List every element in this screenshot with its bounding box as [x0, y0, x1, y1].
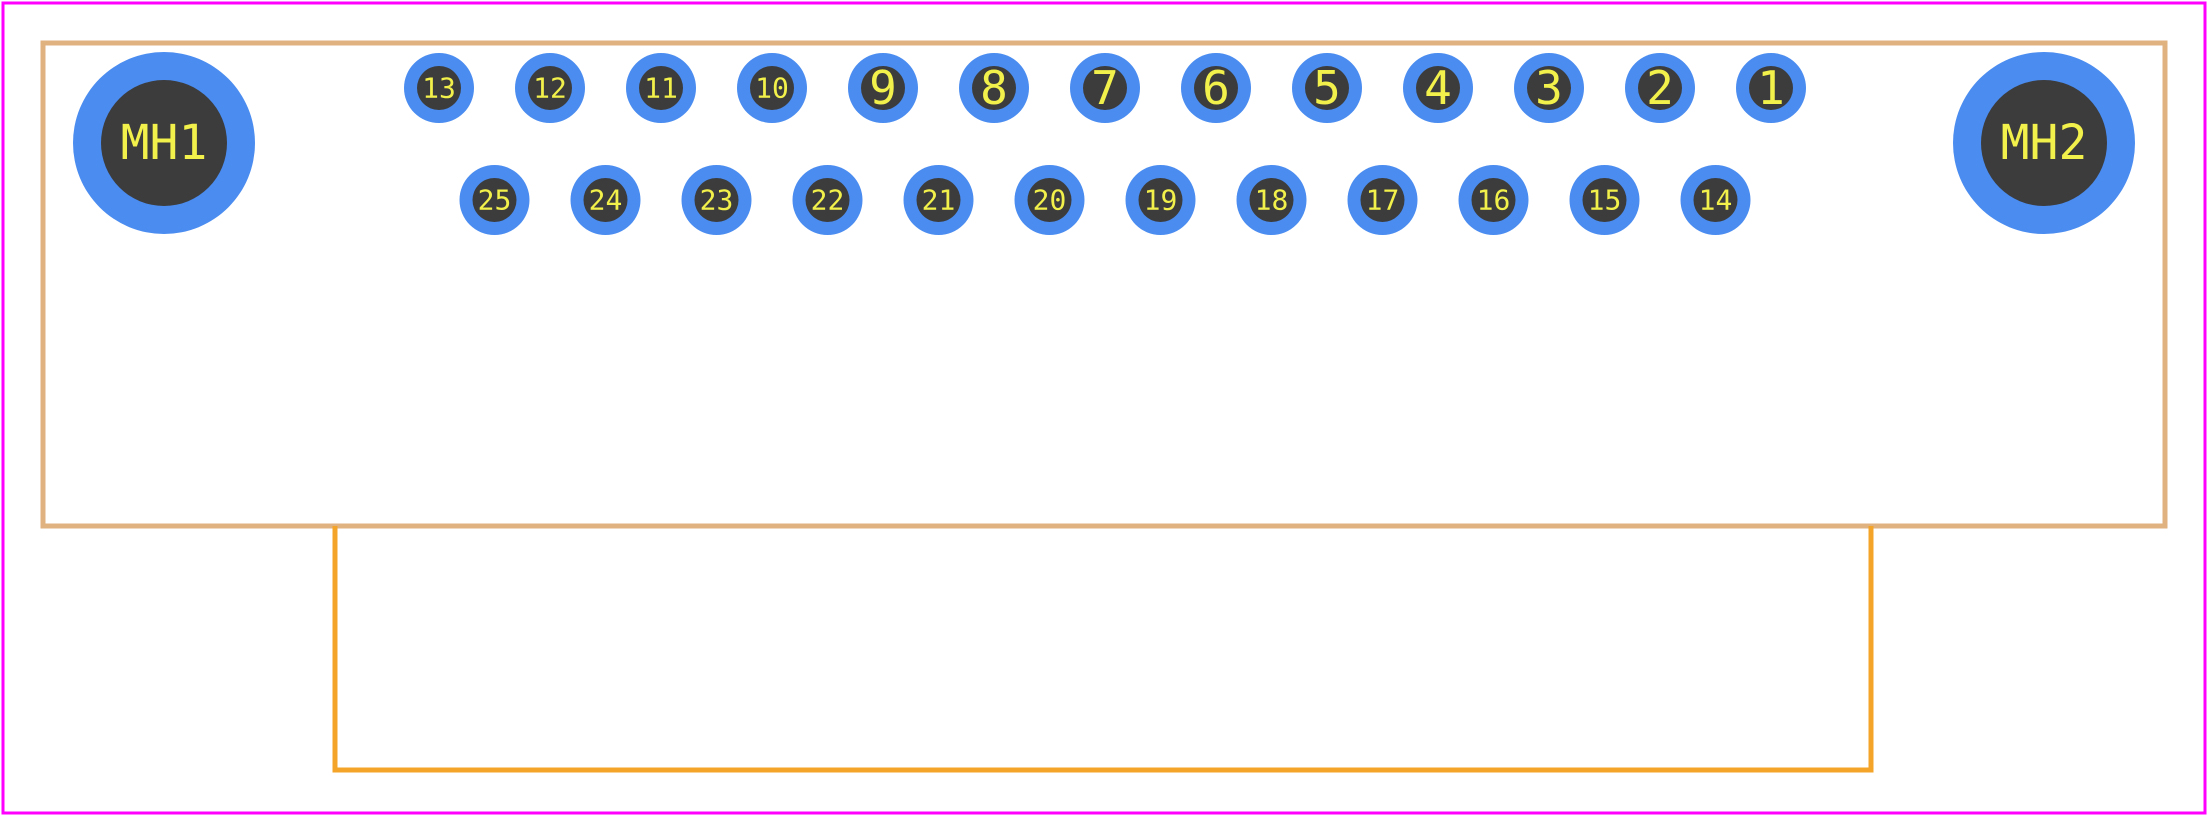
pin-pad-8: 8	[959, 53, 1029, 123]
pad-drill	[472, 178, 517, 222]
pad-drill	[1527, 66, 1571, 110]
pin-number-label: 13	[422, 72, 456, 105]
mounting-hole-mh2: MH2	[1953, 52, 2135, 234]
pin-pad-16: 16	[1458, 165, 1529, 235]
pin-number-label: 25	[478, 184, 512, 217]
pin-pad-17: 17	[1347, 165, 1418, 235]
pin-pad-5: 5	[1292, 53, 1362, 123]
pin-number-label: 9	[869, 61, 897, 115]
pad-drill	[1138, 178, 1183, 222]
pad-drill	[861, 66, 905, 110]
pad-drill	[1749, 66, 1793, 110]
pin-number-label: 6	[1202, 61, 1230, 115]
pin-pad-3: 3	[1514, 53, 1584, 123]
pad-drill	[972, 66, 1016, 110]
pin-pad-13: 13	[404, 53, 474, 123]
pad-drill	[1305, 66, 1349, 110]
pad-drill	[1027, 178, 1072, 222]
pin-pad-6: 6	[1181, 53, 1251, 123]
pin-number-label: 15	[1588, 184, 1622, 217]
pin-number-label: 20	[1033, 184, 1067, 217]
pin-number-label: 12	[533, 72, 567, 105]
pad-drill	[639, 66, 683, 110]
connector-body-outline	[40, 40, 2168, 529]
pin-pad-2: 2	[1625, 53, 1695, 123]
pin-number-label: 21	[922, 184, 956, 217]
pad-drill	[1083, 66, 1127, 110]
pin-row-top: 13 12 11 10 9 8 7 6 5 4 3 2 1	[404, 53, 1806, 123]
mounting-hole-label: MH2	[2001, 115, 2088, 171]
pin-number-label: 14	[1699, 184, 1733, 217]
pin-number-label: 16	[1477, 184, 1511, 217]
pin-number-label: 17	[1366, 184, 1400, 217]
pin-number-label: 4	[1424, 61, 1452, 115]
pad-drill	[805, 178, 850, 222]
mating-side-outline	[332, 526, 1874, 773]
pin-pad-12: 12	[515, 53, 585, 123]
pin-number-label: 2	[1646, 61, 1674, 115]
pad-drill	[1416, 66, 1460, 110]
pad-drill	[1582, 178, 1627, 222]
pad-drill	[1194, 66, 1238, 110]
pad-drill	[750, 66, 794, 110]
pin-number-label: 3	[1535, 61, 1563, 115]
pin-number-label: 1	[1757, 61, 1785, 115]
pin-number-label: 10	[755, 72, 789, 105]
pad-drill	[1360, 178, 1405, 222]
pin-row-bottom: 25 24 23 22 21 20 19 18 17 16 15 14	[459, 165, 1751, 235]
pad-drill	[1249, 178, 1294, 222]
pin-pad-19: 19	[1125, 165, 1196, 235]
pin-number-label: 24	[589, 184, 623, 217]
mounting-hole-mh1: MH1	[73, 52, 255, 234]
pin-pad-23: 23	[681, 165, 752, 235]
pin-pad-15: 15	[1569, 165, 1640, 235]
pin-pad-25: 25	[459, 165, 530, 235]
pin-number-label: 19	[1144, 184, 1178, 217]
pin-pad-20: 20	[1014, 165, 1085, 235]
pin-pad-24: 24	[570, 165, 641, 235]
pin-pad-9: 9	[848, 53, 918, 123]
pad-drill	[694, 178, 739, 222]
pad-drill	[1693, 178, 1738, 222]
pin-pad-14: 14	[1680, 165, 1751, 235]
pad-drill	[528, 66, 572, 110]
pin-number-label: 5	[1313, 61, 1341, 115]
pad-drill	[583, 178, 628, 222]
pin-number-label: 18	[1255, 184, 1289, 217]
pin-pad-7: 7	[1070, 53, 1140, 123]
pin-number-label: 22	[811, 184, 845, 217]
pin-pad-18: 18	[1236, 165, 1307, 235]
pin-number-label: 7	[1091, 61, 1119, 115]
pin-number-label: 23	[700, 184, 734, 217]
pin-pad-1: 1	[1736, 53, 1806, 123]
pad-drill	[417, 66, 461, 110]
pin-pad-22: 22	[792, 165, 863, 235]
pin-pad-21: 21	[903, 165, 974, 235]
pad-drill	[1471, 178, 1516, 222]
mounting-holes: MH1 MH2	[73, 52, 2135, 234]
pin-number-label: 8	[980, 61, 1008, 115]
pin-pad-11: 11	[626, 53, 696, 123]
pin-pad-10: 10	[737, 53, 807, 123]
mounting-hole-label: MH1	[121, 115, 208, 171]
pad-drill	[916, 178, 961, 222]
pin-pad-4: 4	[1403, 53, 1473, 123]
pad-drill	[1638, 66, 1682, 110]
pin-number-label: 11	[644, 72, 678, 105]
